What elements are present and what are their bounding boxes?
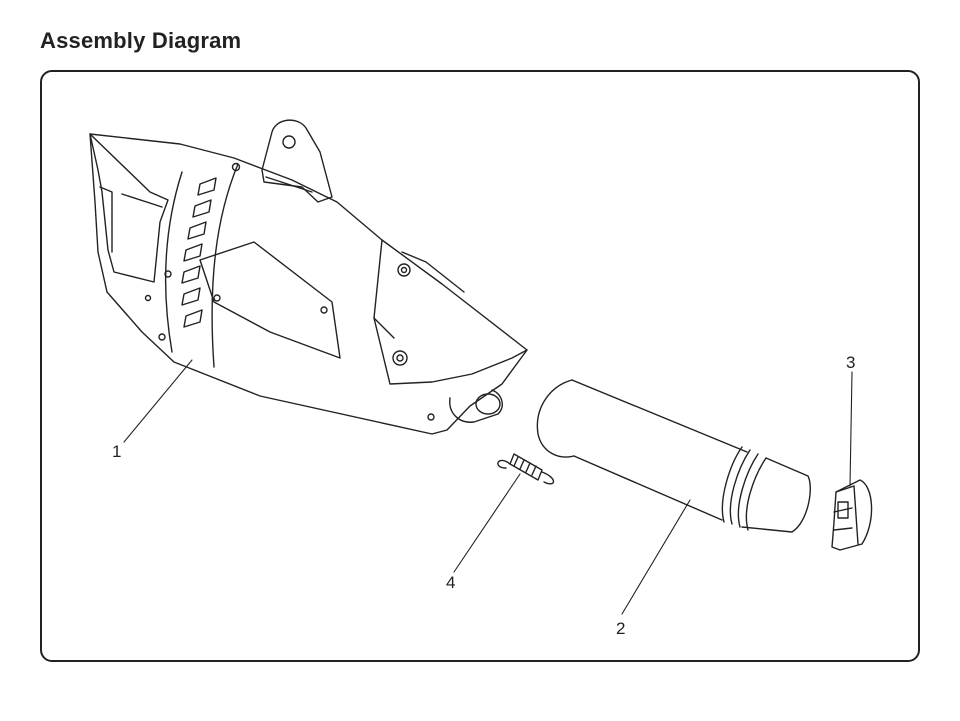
leader-lines <box>123 359 853 615</box>
part-1-muffler <box>89 119 528 435</box>
leader-line-2 <box>621 499 691 615</box>
leader-line-3 <box>849 371 853 487</box>
callout-4: 4 <box>446 573 455 592</box>
callout-1: 1 <box>112 442 121 461</box>
leader-line-1 <box>123 359 193 443</box>
leader-line-4 <box>453 473 521 573</box>
part-2-link-pipe <box>536 379 811 533</box>
part-3-clamp <box>831 479 873 551</box>
page-title: Assembly Diagram <box>40 28 242 53</box>
part-4-spring <box>497 453 555 485</box>
band-slots <box>181 177 217 328</box>
diagram-frame: 1 2 3 4 <box>40 70 920 662</box>
callout-3: 3 <box>846 353 855 372</box>
exhaust-assembly-diagram: 1 2 3 4 <box>89 119 873 638</box>
callout-2: 2 <box>616 619 625 638</box>
